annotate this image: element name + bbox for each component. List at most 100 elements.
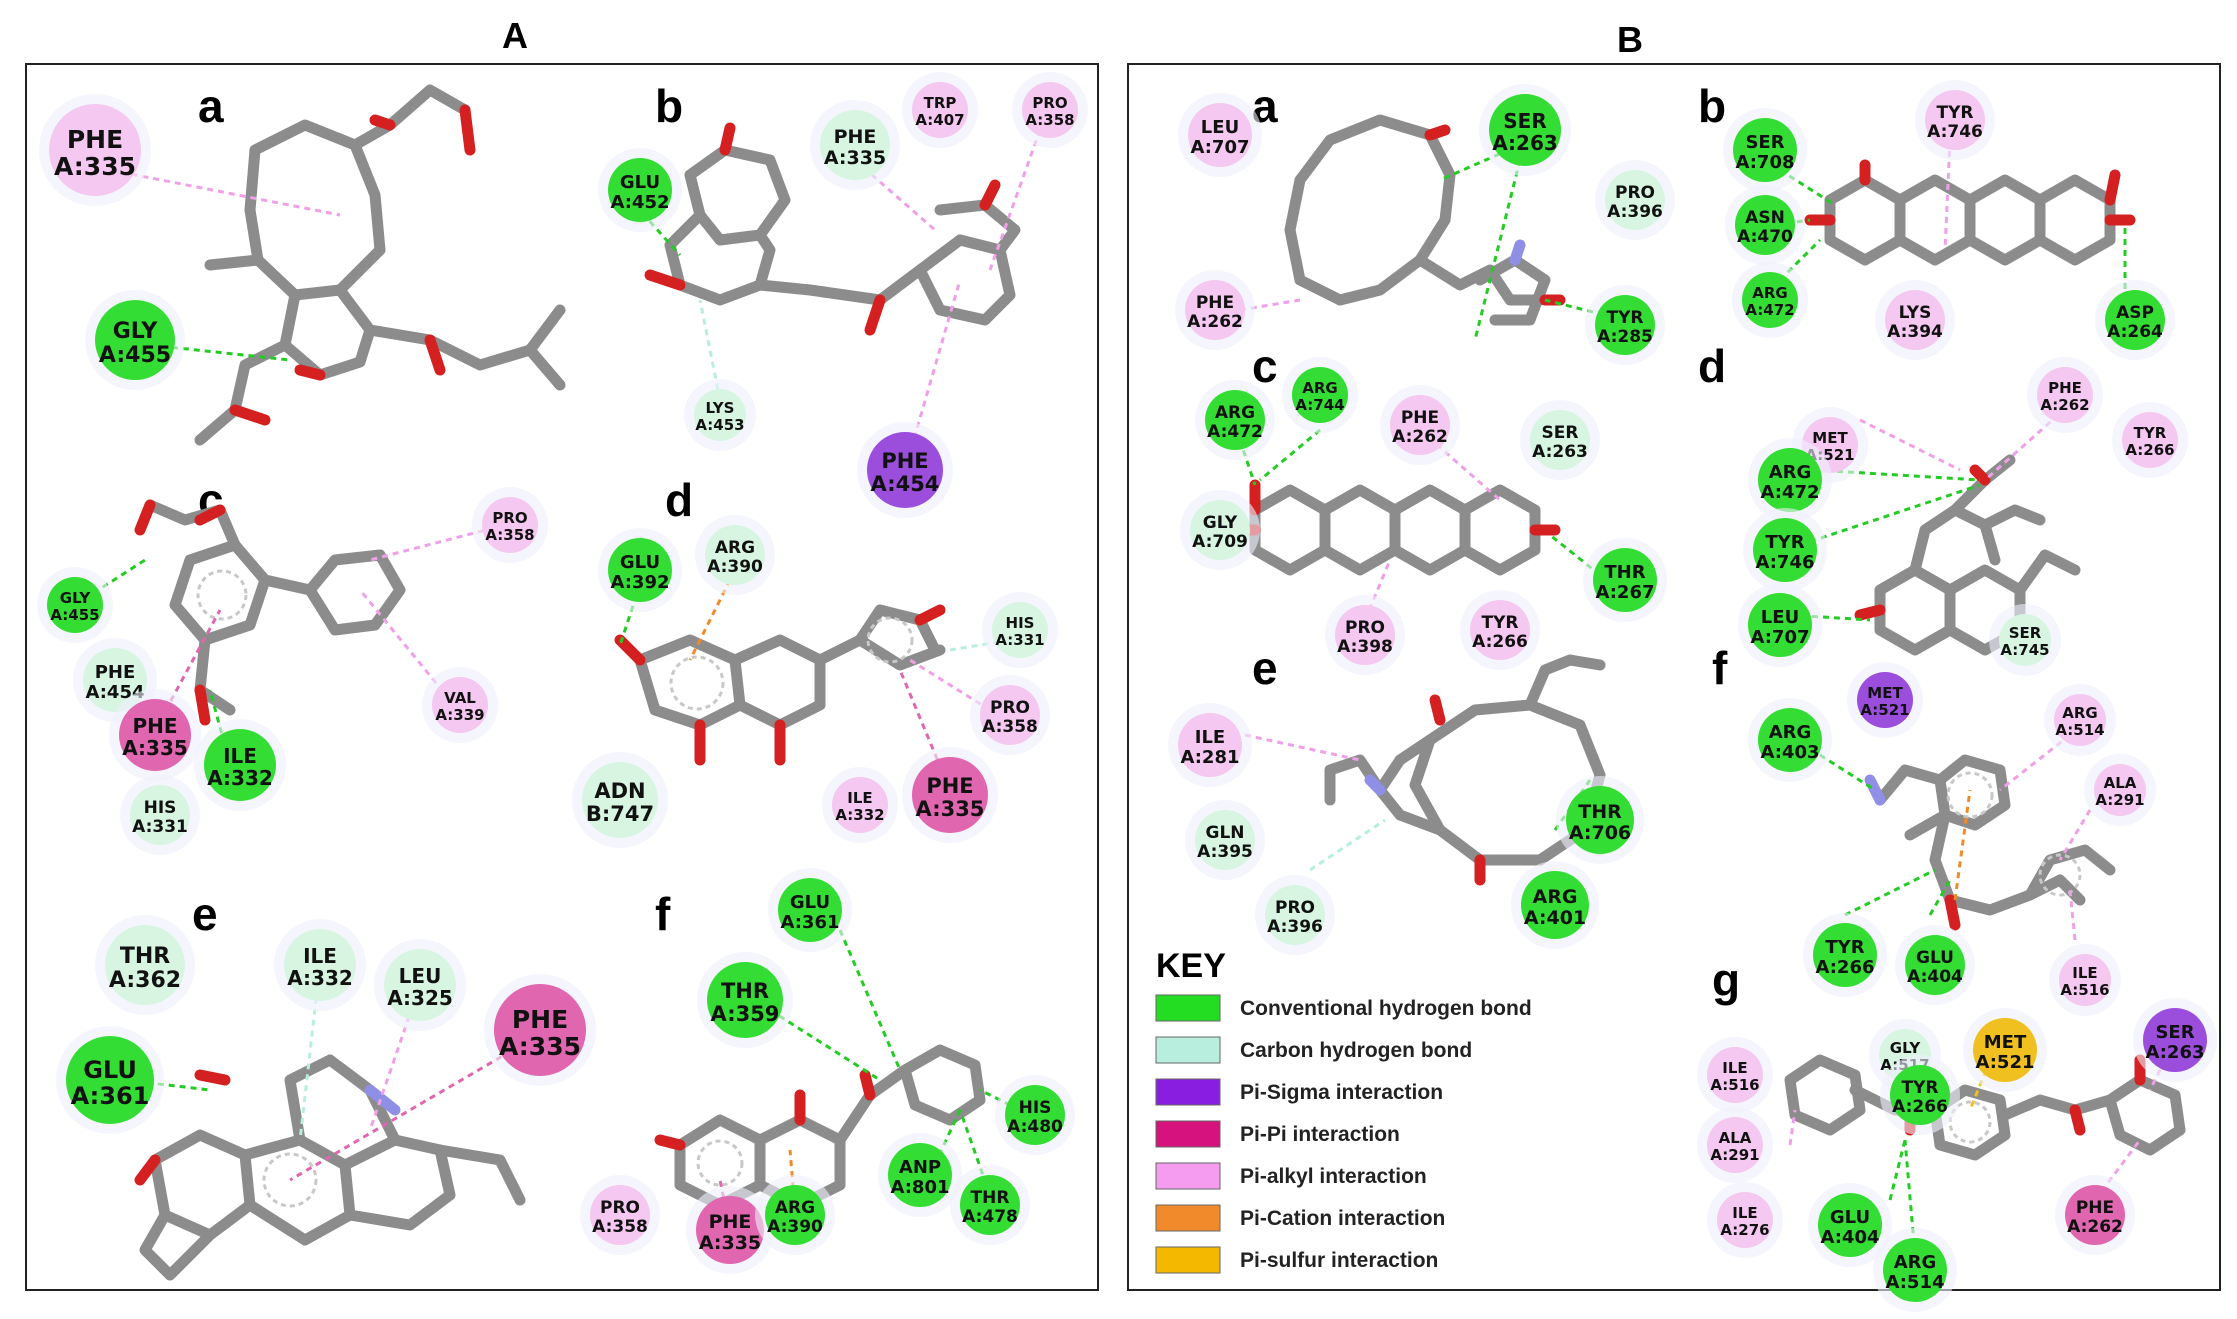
residue-circle (1178, 713, 1242, 777)
residue-circle (204, 729, 276, 801)
residue-circle (1292, 367, 1348, 423)
residue-name: MET (1812, 429, 1848, 447)
residue-circle (1530, 410, 1590, 470)
key-label: Conventional hydrogen bond (1240, 997, 1532, 1020)
residue-circle (1521, 871, 1589, 939)
residue-id: A:470 (1737, 227, 1793, 247)
residue-name: ASN (1745, 208, 1785, 228)
residue-name: ARG (715, 538, 755, 558)
residue-circle (1733, 118, 1797, 182)
key-label: Pi-Pi interaction (1240, 1123, 1400, 1146)
residue-circle (888, 1143, 952, 1207)
residue-circle (2094, 764, 2146, 816)
residue-name: MET (1867, 684, 1903, 702)
section-title-b: B (1617, 19, 1643, 60)
residue-id: A:398 (1337, 637, 1393, 657)
residue-id: A:291 (1710, 1146, 1759, 1164)
residue-circle (582, 762, 658, 838)
residue-circle (1890, 1065, 1950, 1125)
residue-name: ILE (1195, 727, 1225, 748)
residue-id: A:396 (1607, 202, 1663, 222)
residue-circle (1758, 448, 1822, 512)
residue-circle (608, 158, 672, 222)
key-swatch (1155, 1120, 1221, 1148)
residue-name: ALA (1719, 1129, 1752, 1147)
residue-name: PRO (1032, 94, 1067, 112)
residue-circle (2059, 954, 2111, 1006)
residue-id: A:453 (695, 416, 744, 434)
residue-id: A:390 (707, 557, 763, 577)
residue-id: A:394 (1887, 322, 1943, 342)
residue-circle (384, 949, 456, 1021)
residue-name: GLY (1890, 1039, 1922, 1057)
residue-name: ARG (775, 1198, 815, 1218)
residue-name: THR (120, 944, 170, 969)
residue-id: A:285 (1597, 327, 1653, 347)
key-swatch (1155, 1036, 1221, 1064)
residue-circle (119, 699, 191, 771)
residue-id: A:455 (50, 606, 99, 624)
residue-id: A:516 (1710, 1076, 1759, 1094)
residue-name: GLU (1830, 1207, 1870, 1228)
key-title: KEY (1156, 947, 1226, 985)
key-item: Carbon hydrogen bond (1155, 1036, 1472, 1064)
residue-circle (992, 602, 1048, 658)
residue-circle (432, 677, 488, 733)
residue-id: A:266 (2125, 441, 2174, 459)
residue-name: ARG (1752, 284, 1787, 302)
residue-id: A:707 (1190, 137, 1249, 158)
residue-id: A:325 (387, 986, 453, 1010)
key-item: Pi-Cation interaction (1155, 1204, 1445, 1232)
residue-name: VAL (444, 689, 476, 707)
residue-name: GLU (620, 552, 660, 573)
residue-name: ARG (2062, 704, 2097, 722)
residue-id: A:359 (711, 1002, 780, 1026)
residue-circle (960, 1175, 1020, 1235)
residue-name: PRO (1275, 898, 1315, 918)
residue-id: A:335 (54, 152, 136, 181)
panel-letter-a-f: f (655, 888, 671, 940)
residue-circle (1185, 280, 1245, 340)
residue-circle (1753, 518, 1817, 582)
residue-id: A:514 (1885, 1272, 1944, 1293)
key-item: Pi-sulfur interaction (1155, 1246, 1438, 1274)
residue-name: ANP (899, 1157, 941, 1178)
residue-id: A:335 (499, 1032, 581, 1061)
residue-name: PHE (512, 1005, 568, 1034)
residue-circle (696, 1196, 764, 1264)
residue-name: PHE (881, 449, 928, 473)
residue-id: A:335 (122, 736, 188, 760)
residue-id: A:262 (2040, 396, 2089, 414)
residue-circle (47, 577, 103, 633)
residue-id: A:339 (435, 706, 484, 724)
residue-name: TYR (1937, 103, 1974, 123)
residue-id: A:335 (699, 1232, 761, 1254)
residue-id: A:362 (109, 968, 181, 993)
residue-id: A:331 (132, 817, 188, 837)
